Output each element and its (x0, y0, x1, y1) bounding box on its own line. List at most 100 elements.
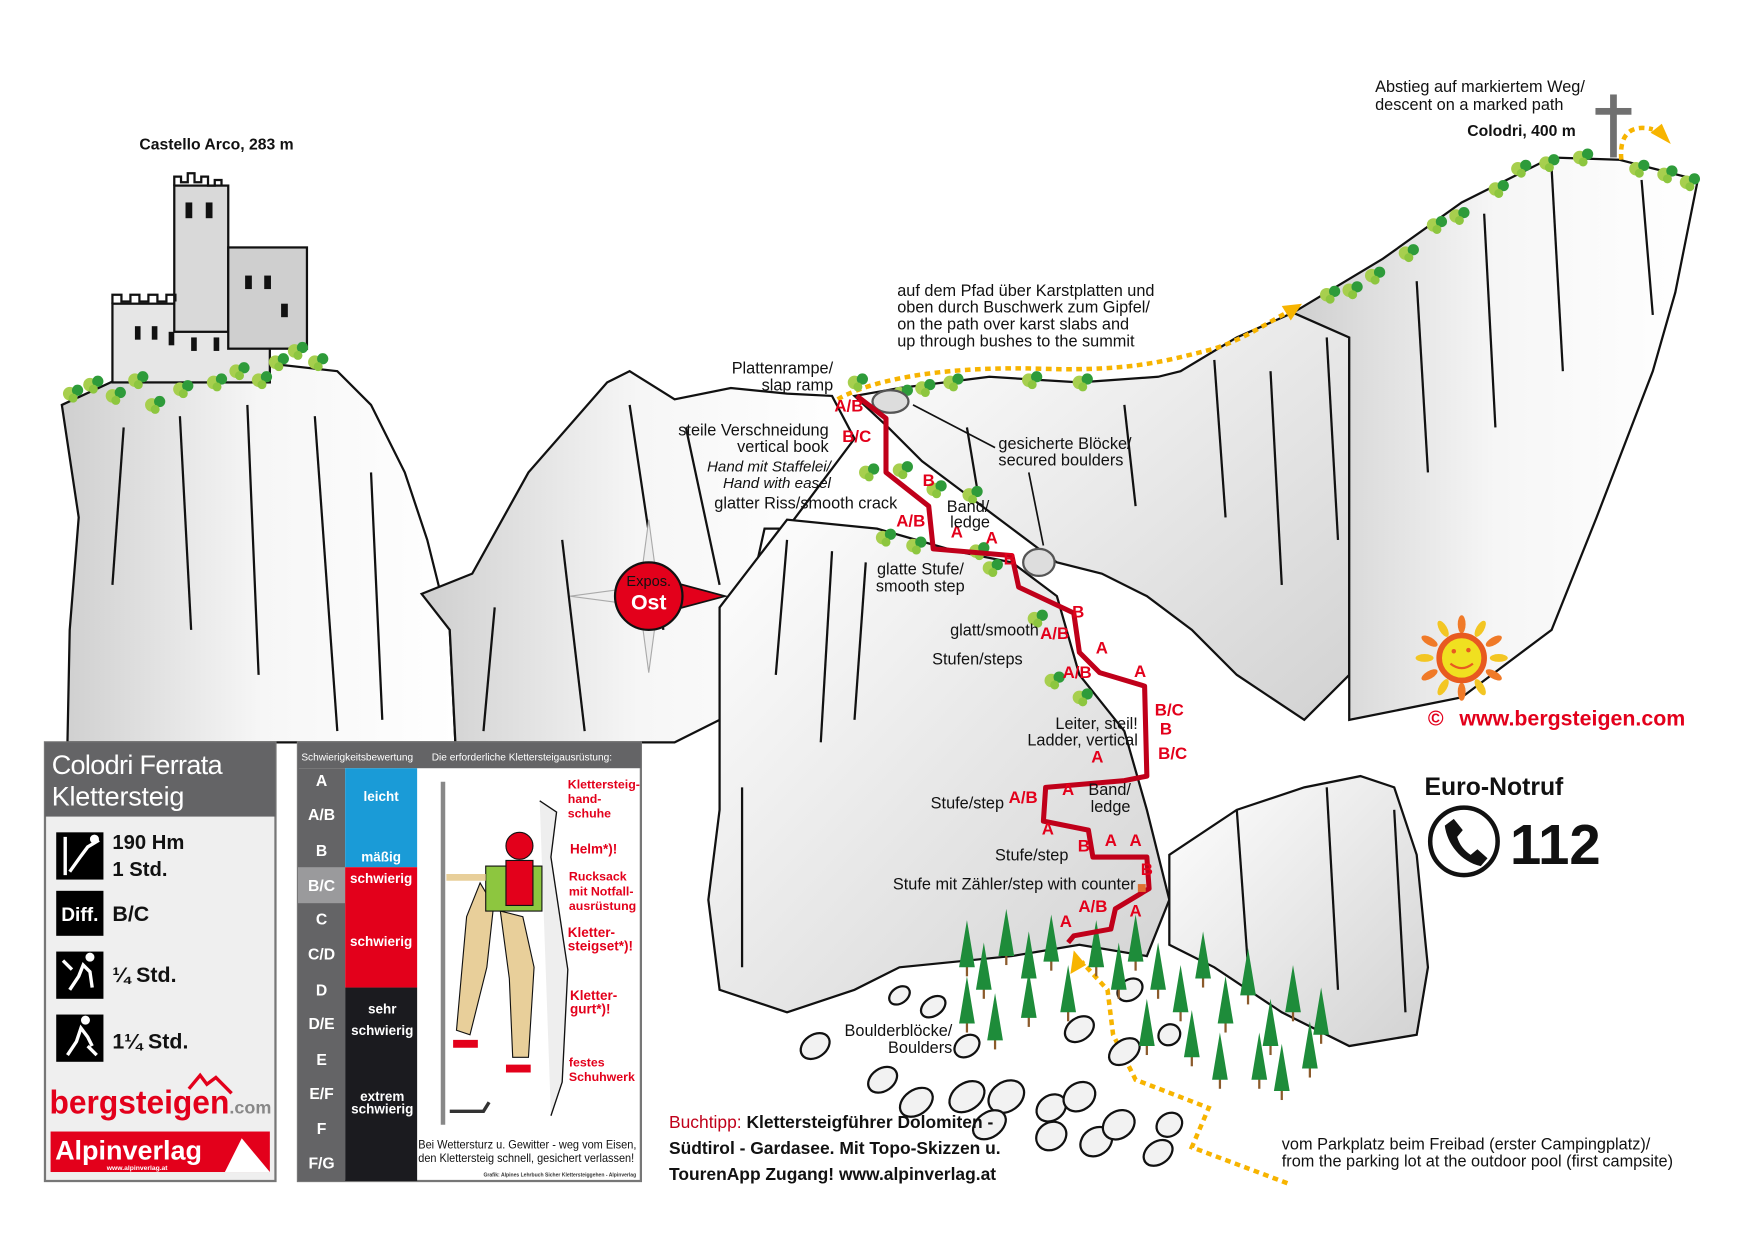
publisher-url: www.alpinverlag.at (106, 1165, 168, 1172)
bush-icon (1426, 215, 1448, 234)
bush-icon (206, 373, 228, 392)
book-tip-text[interactable]: TourenApp Zugang! www.alpinverlag.at (669, 1164, 996, 1184)
ledge-label: Band/ (1088, 781, 1131, 799)
highlighted-grade (297, 867, 346, 904)
rock-crack (1269, 371, 1283, 585)
boulder (888, 985, 911, 1006)
route-grade-label: A/B (1040, 624, 1069, 643)
secured-boulders-label: gesicherte Blöcke/ (998, 435, 1132, 453)
bush-icon (173, 380, 194, 399)
rock-crack (561, 539, 586, 732)
band-difficult: schwierig (350, 934, 412, 949)
rock-crack (1393, 809, 1407, 1013)
route-subtitle: Klettersteig (52, 781, 185, 811)
tree-icon (1043, 914, 1060, 971)
vertical-book-label: vertical book (737, 438, 829, 456)
step-label: Stufe/step (931, 795, 1004, 813)
boulder (919, 994, 947, 1019)
hiking-path (836, 125, 1654, 1186)
approach-time: ¼ Std. (112, 963, 176, 987)
difficulty-legend: Schwierigkeitsbewertung Die erforderlich… (296, 741, 643, 1183)
boulder (867, 1065, 899, 1094)
bush-icon (1027, 609, 1048, 628)
route-grade-label: A/B (1009, 788, 1038, 807)
rock-crack (774, 539, 789, 675)
route-grade-label: B (1141, 860, 1153, 879)
boulder (898, 1086, 934, 1118)
tree-icon (1313, 987, 1329, 1044)
equipment-harness: Kletter- (570, 988, 617, 1003)
route-grade-label: A (1096, 638, 1108, 657)
route-grade-label: A (1105, 831, 1117, 850)
band-difficult: schwierig (350, 871, 412, 886)
route-grade-label: B (923, 471, 935, 490)
bush-icon (892, 461, 913, 480)
tree-icon (1212, 1032, 1228, 1089)
bush-icon (847, 373, 869, 392)
path-note-line: auf dem Pfad über Karstplatten und (897, 282, 1154, 300)
bush-icon (1679, 173, 1701, 192)
path-note-line: oben durch Buschwerk zum Gipfel/ (897, 299, 1150, 317)
bush-icon (875, 528, 897, 547)
ledge-label: ledge (1091, 798, 1131, 816)
legend-grade: F/G (308, 1156, 334, 1173)
equipment-helmet: Helm*)! (570, 842, 617, 857)
legend-grade: B (316, 843, 327, 860)
rock-crack (369, 472, 384, 720)
path-note-line: on the path over karst slabs and (897, 316, 1129, 334)
route-grade-label: B (1078, 836, 1090, 855)
rock-crack (246, 404, 260, 675)
boulders-label: Boulderblöcke/ (845, 1022, 953, 1040)
difficulty-value: B/C (112, 902, 149, 926)
bush-icon (128, 371, 149, 390)
legend-grade: D/E (308, 1016, 334, 1033)
route-title: Colodri Ferrata (52, 750, 223, 780)
info-box: Colodri Ferrata Klettersteig 190 Hm 1 St… (43, 741, 277, 1183)
route-grade-label: B/C (1158, 744, 1187, 763)
graphic-credit: Grafik: Alpines Lehrbuch Sicher Kletters… (483, 1173, 636, 1179)
bush-icon (906, 536, 927, 555)
route-grade-label: A/B (1063, 663, 1092, 682)
bush-icon (145, 395, 166, 414)
route-grade-label: A (986, 528, 998, 547)
bergsteigen-logo-suffix: .com (229, 1098, 271, 1118)
emergency-number[interactable]: 112 (1510, 813, 1601, 876)
descent-label-de: Abstieg auf markiertem Weg/ (1375, 78, 1585, 96)
exposure-value: Ost (631, 591, 667, 615)
climber-illustration (440, 781, 569, 1125)
ledge-label: ledge (950, 514, 990, 532)
legend-grade: B/C (308, 878, 335, 895)
bush-icon (943, 373, 964, 392)
ladder-label: Leiter, steil! (1055, 715, 1137, 733)
route-grade-label: A (1130, 831, 1142, 850)
path-note-line: up through bushes to the summit (897, 332, 1135, 350)
legend-grade: E/F (309, 1086, 334, 1103)
bush-icon (287, 341, 309, 360)
boulder (971, 1109, 1007, 1141)
boulder (1157, 1023, 1182, 1047)
publisher-name: Alpinverlag (55, 1136, 202, 1166)
route-grade-label: B/C (842, 427, 871, 446)
castle-label: Castello Arco, 283 m (139, 137, 293, 154)
equipment-shoes: festes (569, 1055, 605, 1069)
bush-icon (1657, 165, 1678, 184)
bush-icon (1364, 266, 1386, 285)
book-tip-label: Buchtipp: (669, 1112, 742, 1132)
secured-boulders-label: secured boulders (998, 452, 1123, 470)
smooth-crack-label: glatter Riss/smooth crack (714, 494, 898, 512)
bush-icon (1044, 671, 1065, 690)
tree-icon (1302, 1021, 1318, 1078)
rock-crack (684, 427, 721, 586)
bush-icon (915, 379, 936, 398)
route-grade-label: A/B (1078, 897, 1107, 916)
bergsteigen-logo-mountain (187, 1072, 233, 1095)
bush-icon (1072, 688, 1093, 707)
bush-icon (308, 353, 329, 372)
secured-boulders-icon (871, 389, 1056, 578)
route-grade-label: B/C (1155, 700, 1184, 719)
route-line (855, 393, 1152, 945)
route-grade-label: B (1004, 550, 1016, 569)
website-link[interactable]: www.bergsteigen.com (1458, 706, 1685, 730)
tree-icon (1217, 976, 1234, 1033)
